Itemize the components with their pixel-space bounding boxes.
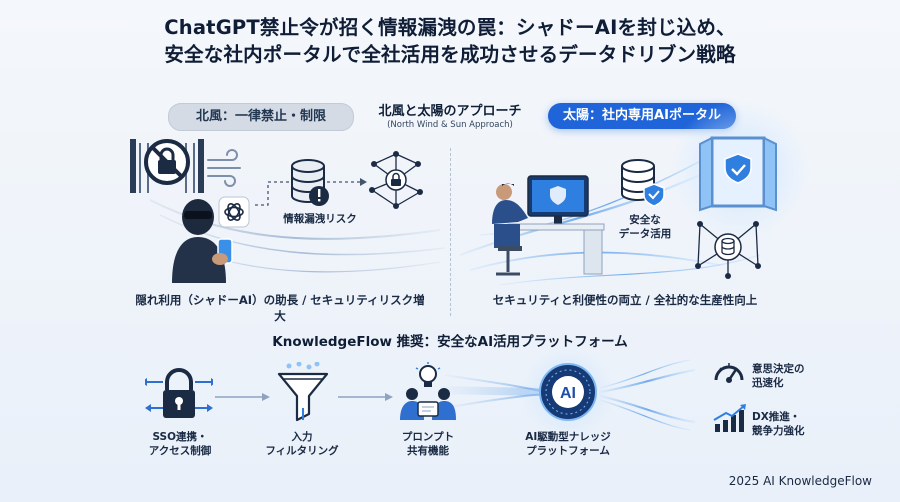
step-ai-platform-label: AI駆動型ナレッジ プラットフォーム: [508, 430, 628, 458]
speed-gauge-icon: [714, 363, 744, 383]
outcome-decision-label: 意思決定の 迅速化: [752, 362, 836, 390]
north-wind-label: 北風：一律禁止・制限: [168, 103, 354, 131]
safe-data-label-line-1: 安全な: [629, 214, 661, 226]
ai-core-text: AI: [560, 385, 576, 402]
lock-icon: [145, 368, 213, 418]
network-lock-icon: [369, 151, 423, 209]
outcome-dx-line-2: 競争力強化: [752, 425, 805, 437]
title-line-1: ChatGPT禁止令が招く情報漏洩の罠：シャドーAIを封じ込め、: [164, 16, 736, 39]
leak-risk-label: 情報漏洩リスク: [283, 213, 357, 225]
approach-title: 北風と太陽のアプローチ: [378, 104, 522, 119]
section-divider: [450, 148, 451, 316]
step-ai-platform-line-1: AI駆動型ナレッジ: [525, 431, 611, 443]
step-sso-label: SSO連携・ アクセス制御: [130, 430, 230, 458]
secure-portal-door-icon: [699, 136, 777, 212]
approach-subtitle: (North Wind & Sun Approach): [387, 120, 513, 130]
sun-caption: セキュリティと利便性の両立 / 全社的な生産性向上: [492, 293, 758, 307]
database-shield-icon: [621, 159, 665, 207]
step-prompt-label: プロンプト 共有機能: [378, 430, 478, 458]
safe-data-label: 安全な データ活用: [610, 213, 680, 241]
platform-title: KnowledgeFlow 推奨：安全なAI活用プラットフォーム: [272, 334, 628, 350]
step-sso-line-2: アクセス制御: [148, 445, 212, 457]
funnel-icon: [277, 362, 329, 422]
north-caption: 隠れ利用（シャドーAI）の助長 / セキュリティリスク増大: [135, 293, 425, 323]
ai-core-icon: AI: [539, 363, 597, 421]
outcome-decision-line-1: 意思決定の: [752, 363, 805, 375]
connected-database-network-icon: [695, 221, 761, 279]
step-prompt-line-1: プロンプト: [401, 431, 455, 443]
step-ai-platform-line-2: プラットフォーム: [526, 445, 610, 457]
safe-data-label-line-2: データ活用: [618, 228, 672, 240]
step-prompt-line-2: 共有機能: [407, 445, 449, 457]
step-filter-line-1: 入力: [291, 431, 313, 443]
wind-icon: [207, 149, 241, 187]
outcome-dx-line-1: DX推進・: [752, 411, 801, 423]
chatgpt-logo-icon: [218, 196, 250, 228]
step-sso-line-1: SSO連携・: [152, 431, 208, 443]
hooded-user-icon: [172, 199, 233, 283]
database-alert-icon: [291, 159, 329, 206]
team-idea-icon: [400, 362, 456, 420]
growth-chart-icon: [713, 404, 746, 432]
office-worker-icon: [492, 175, 605, 276]
step-filter-line-2: フィルタリング: [265, 445, 339, 457]
outcome-dx-label: DX推進・ 競争力強化: [752, 410, 836, 438]
page-title: ChatGPT禁止令が招く情報漏洩の罠：シャドーAIを封じ込め、 安全な社内ポー…: [0, 14, 900, 68]
footer-credit: 2025 AI KnowledgeFlow: [728, 474, 872, 488]
blocked-gate-icon: [130, 139, 204, 193]
step-filter-label: 入力 フィルタリング: [252, 430, 352, 458]
outcome-decision-line-2: 迅速化: [752, 377, 784, 389]
title-line-2: 安全な社内ポータルで全社活用を成功させるデータドリブン戦略: [164, 43, 736, 66]
